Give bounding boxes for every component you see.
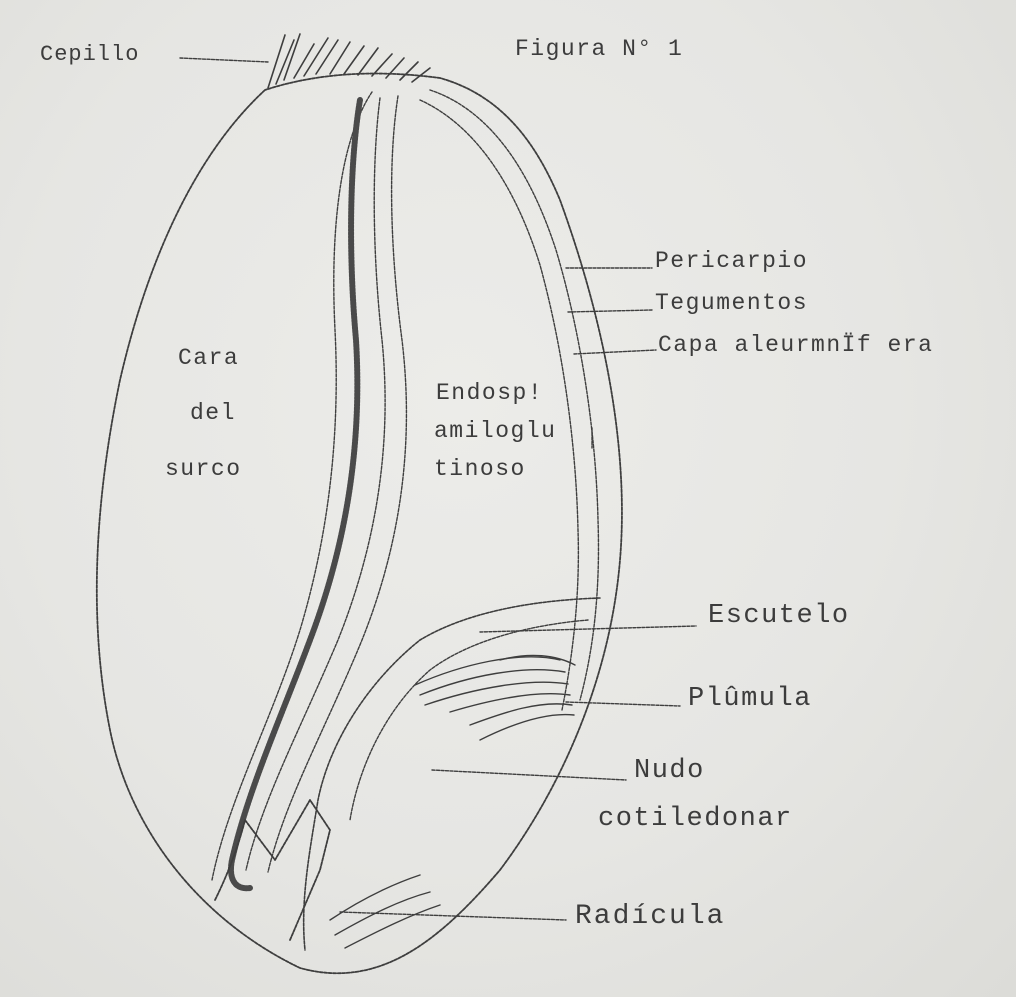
label-nudo-line1: Nudo	[634, 758, 705, 785]
brush-hairs	[268, 34, 430, 88]
label-nudo-line2: cotiledonar	[598, 806, 793, 833]
furrow-band-dark	[231, 100, 360, 888]
label-endosperm-line2: amiloglu	[434, 420, 556, 443]
grain-outline	[97, 74, 622, 974]
label-tegumentos: Tegumentos	[655, 292, 808, 315]
label-plumula: Plûmula	[688, 686, 812, 713]
plumule-marks	[415, 655, 575, 740]
label-cepillo: Cepillo	[40, 44, 139, 66]
leader-tegumentos	[568, 310, 652, 312]
radicle-marks	[330, 875, 440, 948]
leader-lines	[180, 58, 696, 920]
leader-nudo	[432, 770, 626, 780]
label-escutelo: Escutelo	[708, 603, 850, 630]
label-radicula: Radícula	[575, 903, 725, 931]
embryo-outline	[304, 598, 600, 950]
scutellum-inner	[350, 620, 588, 820]
label-cara-line3: surco	[165, 458, 242, 481]
label-cara-line2: del	[190, 402, 236, 425]
label-cara-line1: Cara	[178, 347, 239, 370]
label-endosperm-line3: tinoso	[434, 458, 526, 481]
leader-plumula	[566, 702, 680, 706]
figure-title: Figura N° 1	[515, 38, 683, 61]
label-endosperm-line1: Endosp!	[436, 382, 543, 405]
leader-cepillo	[180, 58, 268, 62]
label-pericarpio: Pericarpio	[655, 250, 808, 273]
leader-capa	[574, 350, 656, 354]
leader-escutelo	[480, 626, 696, 632]
label-capa-aleuronifera: Capa aleurmnÏf era	[658, 334, 933, 357]
